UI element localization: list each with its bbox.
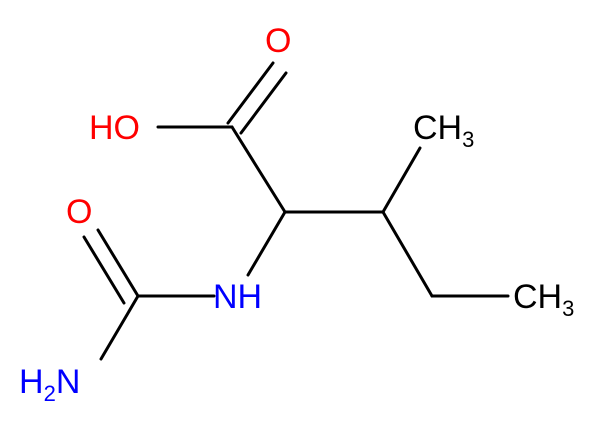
atom-ch3-top: CH3 (413, 109, 474, 152)
bond-beta-methyl (381, 146, 422, 214)
bond-urea-co-2 (82, 235, 126, 305)
nh2-sub: 2 (44, 381, 56, 406)
ch3-top-main: CH (413, 109, 462, 147)
nh2-n: N (56, 363, 81, 401)
atom-nh2: H2N (19, 363, 80, 406)
atom-ch3-bottom: CH3 (513, 278, 574, 321)
atom-hydroxyl: HO (89, 109, 140, 147)
atom-o-urea: O (66, 193, 92, 231)
bond-acid-alpha (230, 125, 287, 214)
ch3-bottom-sub: 3 (562, 296, 574, 321)
nh2-h: H (19, 363, 44, 401)
atom-nh: NH (213, 278, 262, 316)
bond-urea-nh2 (99, 294, 140, 361)
bond-carbonyl-1 (226, 61, 275, 125)
atom-o-carbonyl: O (265, 22, 291, 60)
bonds (82, 61, 510, 361)
bond-beta-ch2 (381, 210, 434, 298)
ch3-top-sub: 3 (462, 127, 474, 152)
bond-alpha-n (246, 210, 287, 277)
ch3-bottom-main: CH (513, 278, 562, 316)
bond-urea-co-1 (96, 228, 140, 298)
bond-carbonyl-2 (239, 71, 288, 135)
